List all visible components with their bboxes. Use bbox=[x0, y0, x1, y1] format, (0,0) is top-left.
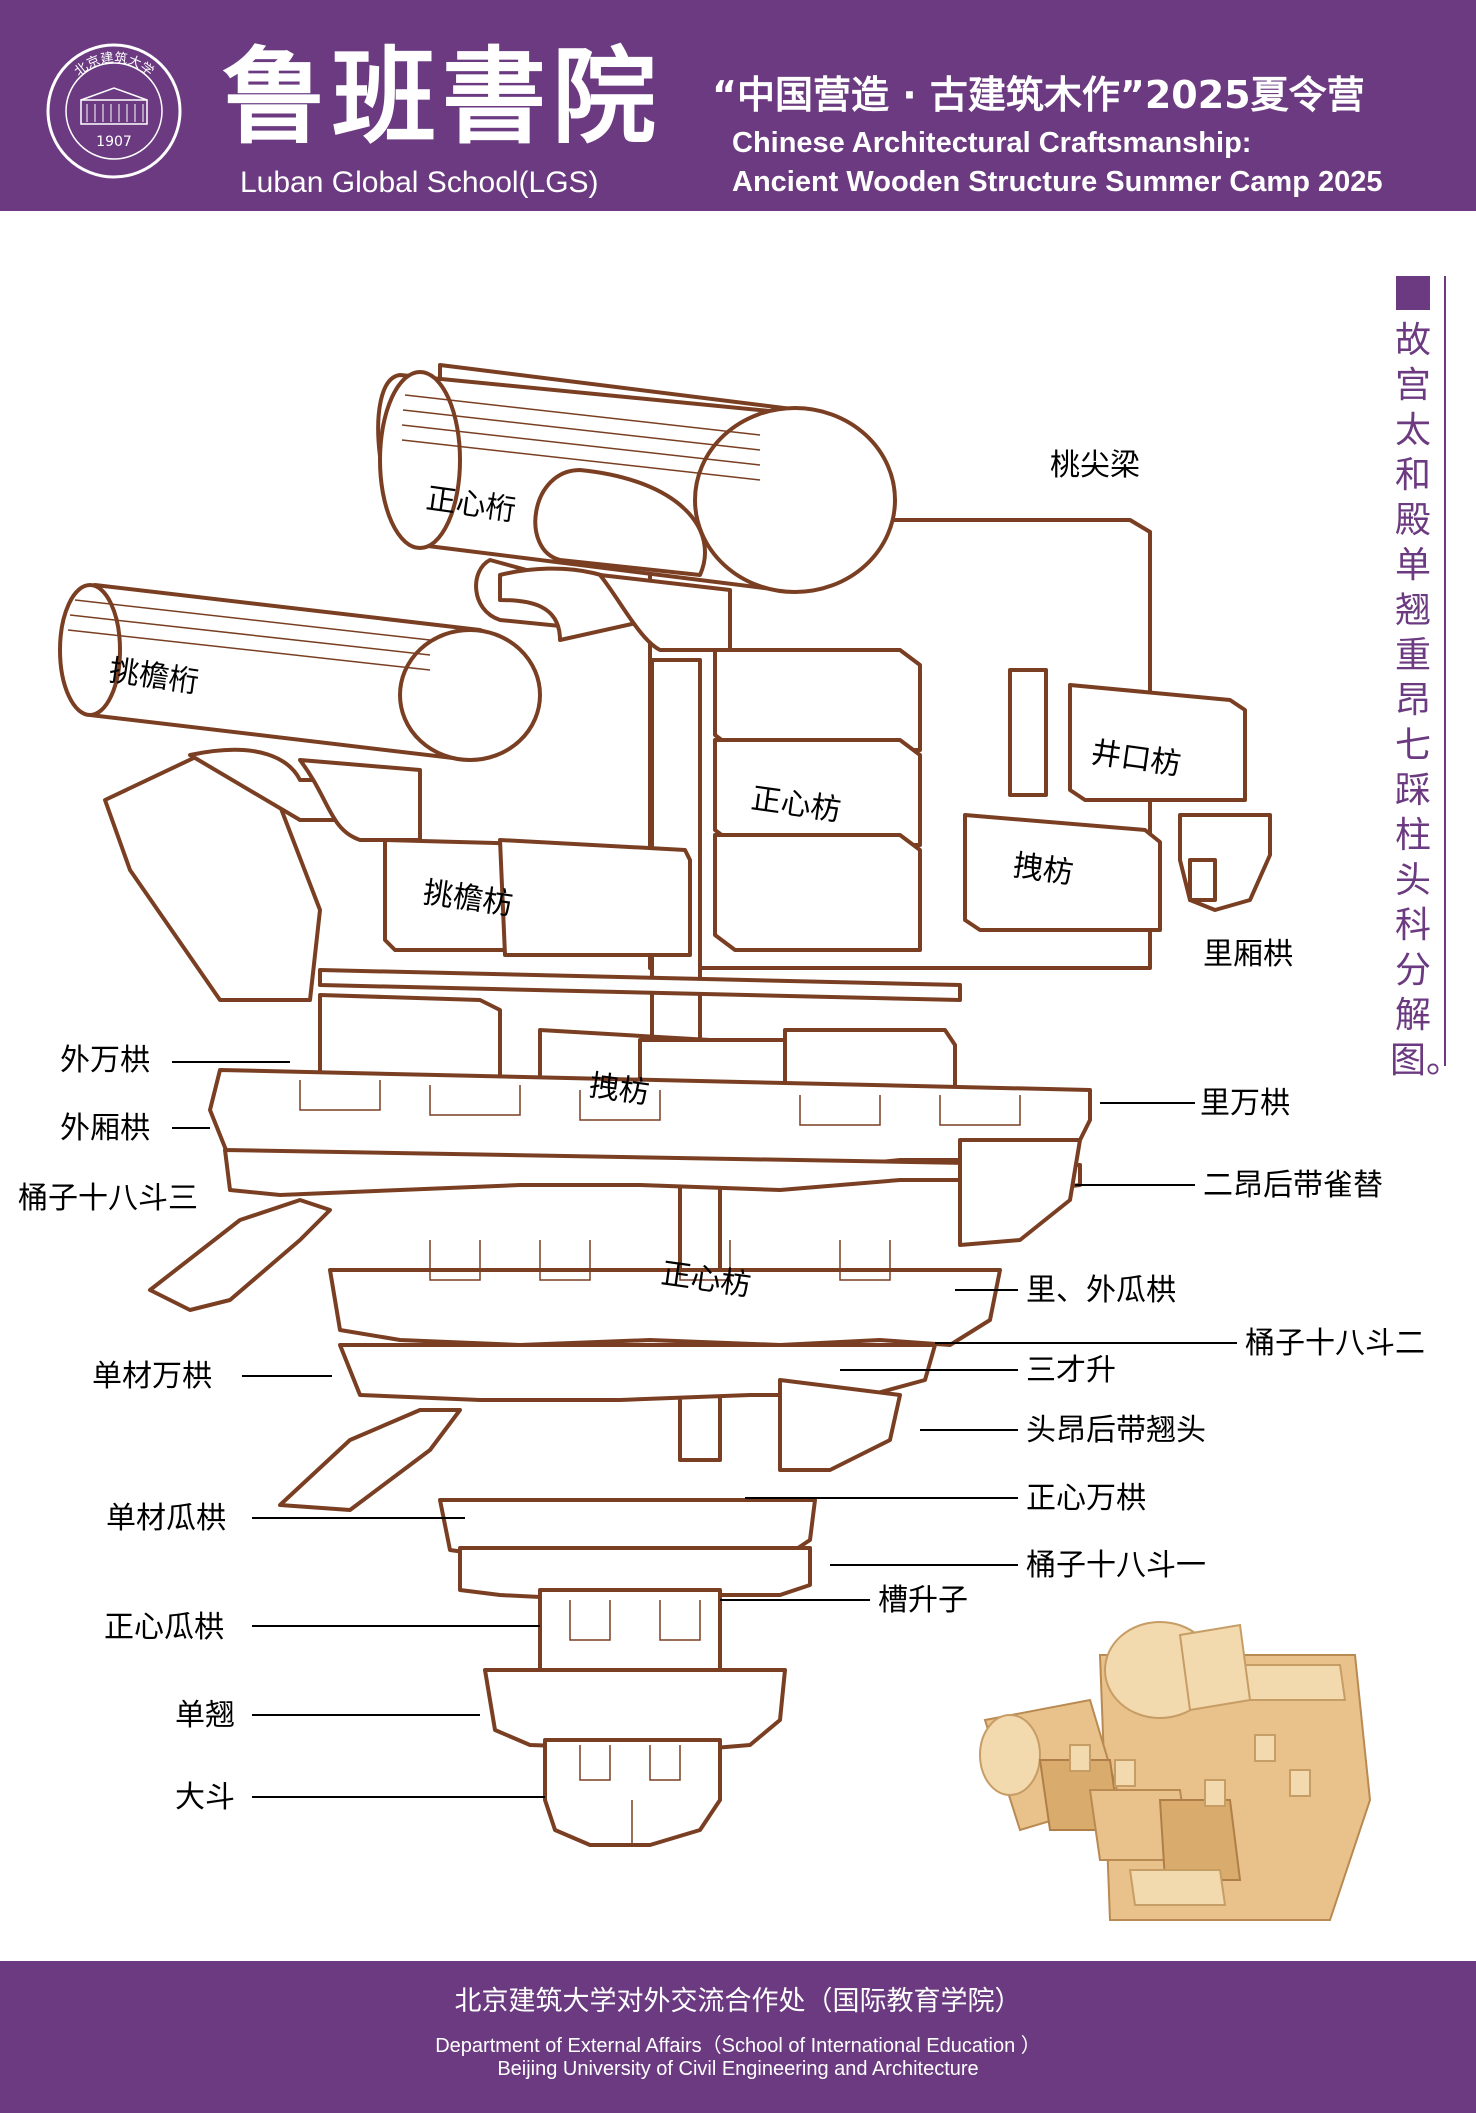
side-title-rule bbox=[1444, 276, 1446, 1066]
side-title-marker bbox=[1396, 276, 1430, 310]
callout-li-xiang-gong: 里厢栱 bbox=[1203, 937, 1293, 972]
footer-org-cn: 北京建筑大学对外交流合作处（国际教育学院） bbox=[454, 1986, 1022, 2017]
ang-head-middle bbox=[148, 1138, 1082, 1312]
brand-title: 鲁班書院 bbox=[222, 35, 663, 158]
callout-cao-sheng-zi: 槽升子 bbox=[878, 1583, 968, 1618]
callout-tongzi-dou-2: 桶子十八斗二 bbox=[1245, 1326, 1425, 1361]
right-callouts: 桃尖梁 里厢栱 里万栱 二昂后带雀替 里、外瓜栱 桶子十八斗二 三才升 头昂后带… bbox=[720, 448, 1425, 1618]
callout-er-ang: 二昂后带雀替 bbox=[1203, 1168, 1383, 1203]
tiaoyan-heng-log bbox=[58, 566, 732, 762]
camp-title-en-line1: Chinese Architectural Craftsmanship: bbox=[732, 127, 1252, 159]
seal-year: 1907 bbox=[96, 134, 132, 150]
zhengxin-heng-log bbox=[376, 363, 897, 632]
footer-org-en: Department of External Affairs（School of… bbox=[435, 2035, 1041, 2057]
wooden-model-illustration bbox=[979, 1621, 1372, 1921]
brand-subtitle: Luban Global School(LGS) bbox=[240, 166, 599, 199]
footer-university-en: Beijing University of Civil Engineering … bbox=[497, 2058, 979, 2080]
callout-dan-qiao: 单翘 bbox=[175, 1698, 235, 1733]
left-callouts: 外万栱 外厢栱 桶子十八斗三 单材万栱 单材瓜栱 正心瓜栱 单翘 大斗 bbox=[18, 1043, 545, 1815]
yefang-right bbox=[963, 813, 1162, 932]
camp-title-en-line2: Ancient Wooden Structure Summer Camp 202… bbox=[732, 166, 1383, 198]
zhengxin-fang-stack bbox=[713, 648, 922, 952]
label-yefang-middle: 拽枋 bbox=[587, 1068, 651, 1111]
university-seal-icon: 北京建筑大学 1907 bbox=[46, 43, 182, 179]
callout-dancai-wan-gong: 单材万栱 bbox=[92, 1359, 212, 1394]
callout-tongzi-dou-3: 桶子十八斗三 bbox=[18, 1181, 198, 1216]
tiaoyan-fang bbox=[383, 838, 692, 957]
camp-title-cn: “中国营造 · 古建筑木作”2025夏令营 bbox=[712, 73, 1365, 117]
callout-tou-ang: 头昂后带翘头 bbox=[1026, 1413, 1206, 1448]
side-title: 故宫太和殿单翘重昂七踩柱头科分解图。 bbox=[1390, 320, 1463, 1081]
label-yefang-right: 拽枋 bbox=[1011, 848, 1075, 891]
callout-zhengxin-gua-gong: 正心瓜栱 bbox=[104, 1610, 224, 1645]
header-banner: 北京建筑大学 1907 鲁班書院 Luban Global School(LGS… bbox=[0, 0, 1476, 211]
ang-head-upper bbox=[103, 747, 422, 1002]
callout-da-dou: 大斗 bbox=[175, 1780, 235, 1815]
callout-zhengxin-wan-gong: 正心万栱 bbox=[1026, 1481, 1146, 1516]
callout-tongzi-dou-1: 桶子十八斗一 bbox=[1026, 1548, 1206, 1583]
callout-dancai-gua-gong: 单材瓜栱 bbox=[106, 1501, 226, 1536]
callout-wai-wan-gong: 外万栱 bbox=[60, 1043, 150, 1078]
callout-li-wan-gong: 里万栱 bbox=[1200, 1086, 1290, 1121]
jingkou-fang bbox=[1008, 668, 1247, 802]
ang-head-lower bbox=[278, 1378, 902, 1512]
da-dou bbox=[543, 1738, 722, 1847]
callout-sancai-sheng: 三才升 bbox=[1026, 1353, 1116, 1388]
callout-li-wai-gua-gong: 里、外瓜栱 bbox=[1026, 1273, 1176, 1308]
callout-wai-xiang-gong: 外厢栱 bbox=[60, 1111, 150, 1146]
li-xiang-gong bbox=[1178, 813, 1272, 912]
callout-taojian-liang: 桃尖梁 bbox=[1050, 448, 1140, 483]
footer-banner: 北京建筑大学对外交流合作处（国际教育学院） Department of Exte… bbox=[0, 1961, 1476, 2113]
zhengxin-gua-gong-layer bbox=[538, 1588, 722, 1682]
